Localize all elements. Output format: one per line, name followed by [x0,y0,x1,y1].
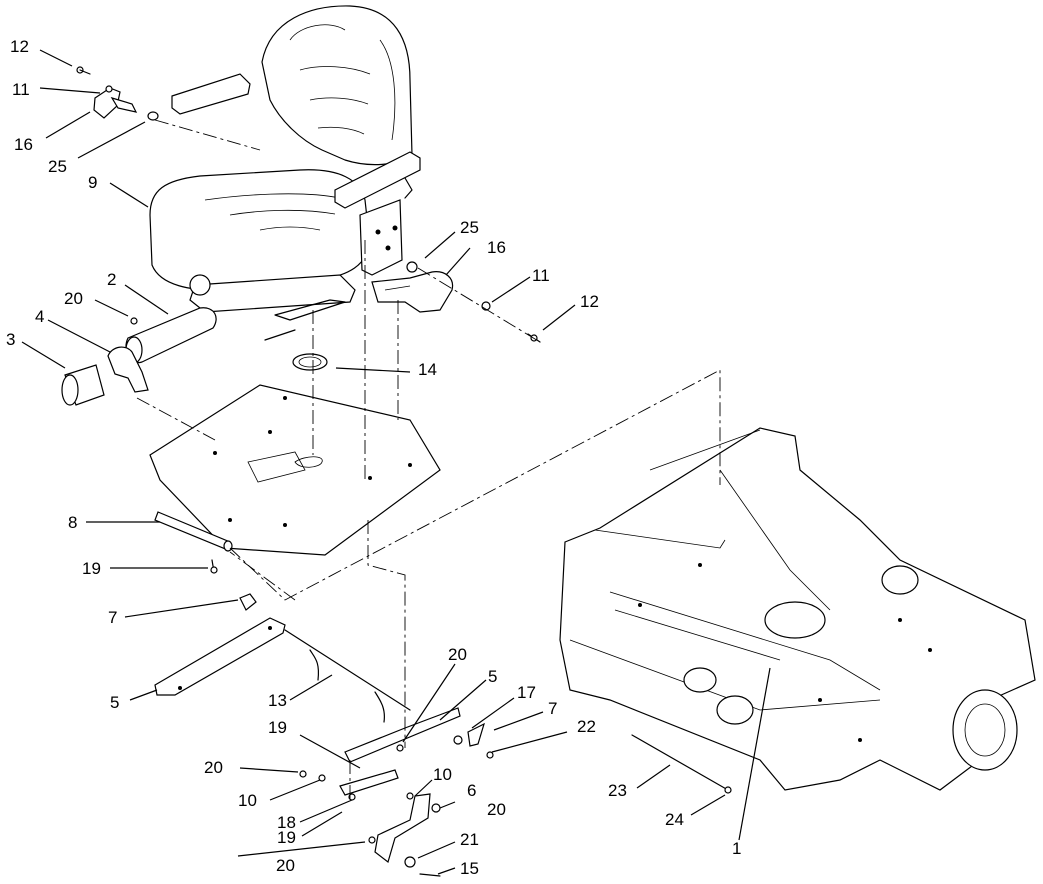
callout-16: 16 [14,135,33,154]
assembly-lines [136,119,721,800]
callout-leaders [21,49,771,875]
callout-14: 14 [418,360,437,379]
callout-25: 25 [48,157,67,176]
tractor-frame [559,427,1036,794]
seat-linkage [154,593,494,877]
seat [149,5,421,341]
callout-20: 20 [276,856,295,875]
callout-23: 23 [608,781,627,800]
callout-18: 18 [277,813,296,832]
callout-11: 11 [12,80,30,99]
callout-15: 15 [460,859,479,878]
seat-belt-right [371,261,541,343]
callout-4: 4 [35,307,44,326]
callout-24: 24 [665,810,684,829]
callout-21: 21 [460,830,479,849]
callout-numbers: 12 11 16 25 9 25 16 11 12 2 20 4 3 14 8 … [6,37,741,878]
callout-3: 3 [6,330,15,349]
callout-11: 11 [532,266,550,285]
callout-5: 5 [110,693,119,712]
callout-13: 13 [268,691,287,710]
callout-6: 6 [467,781,476,800]
callout-20: 20 [64,289,83,308]
callout-8: 8 [68,513,77,532]
callout-10: 10 [433,765,452,784]
callout-22: 22 [577,717,596,736]
callout-2: 2 [107,270,116,289]
callout-25: 25 [460,218,479,237]
callout-19: 19 [268,718,287,737]
callout-12: 12 [580,292,599,311]
callout-17: 17 [517,683,536,702]
callout-10: 10 [238,791,257,810]
callout-7: 7 [108,608,117,627]
callout-20: 20 [204,758,223,777]
callout-1: 1 [732,839,741,858]
callout-9: 9 [88,173,97,192]
callout-12: 12 [10,37,29,56]
callout-19: 19 [277,828,296,847]
callout-20: 20 [487,800,506,819]
callout-5: 5 [488,667,497,686]
cup-holder-assembly [61,307,217,406]
callout-16: 16 [487,238,506,257]
seat-mount-plate [149,353,441,574]
callout-19: 19 [82,559,101,578]
callout-20: 20 [448,645,467,664]
callout-7: 7 [548,699,557,718]
seat-belt-left [76,66,159,121]
